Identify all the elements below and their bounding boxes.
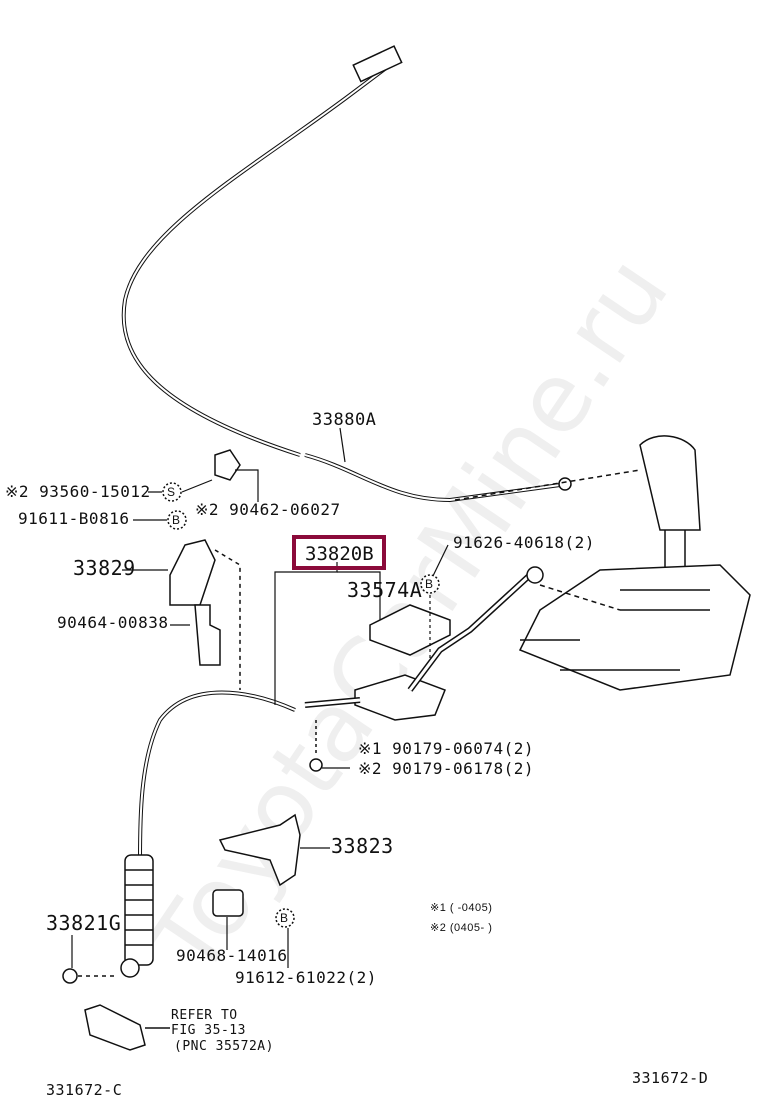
- note-1: ※1 ( -0405): [430, 902, 493, 914]
- marker-b: B: [280, 911, 289, 925]
- part-33880A[interactable]: 33880A: [312, 410, 377, 430]
- marker-s-circle: [162, 482, 182, 502]
- marker-b-circle: [167, 510, 187, 530]
- part-33574A[interactable]: 33574A: [347, 578, 423, 602]
- clip-90464: [194, 604, 221, 666]
- lever-33823: [218, 813, 301, 887]
- diagram-code-c: 331672-C: [46, 1081, 123, 1099]
- highlighted-part-box[interactable]: 33820B: [292, 535, 386, 570]
- cable-end-top: [352, 45, 403, 83]
- marker-s: S: [167, 485, 176, 499]
- refer-line-2[interactable]: FIG 35-13: [171, 1023, 246, 1038]
- part-91611-B0816[interactable]: 91611-B0816: [18, 509, 130, 528]
- bracket-33829: [169, 539, 216, 606]
- shift-knob: [639, 435, 701, 531]
- cable-boot: [124, 854, 154, 966]
- part-33820B[interactable]: 33820B: [305, 543, 374, 565]
- part-90464-00838[interactable]: 90464-00838: [57, 613, 169, 632]
- part-91626-40618[interactable]: 91626-40618(2): [453, 533, 595, 552]
- marker-b: B: [172, 513, 181, 527]
- cable-33880A: [304, 453, 561, 503]
- clip-90462: [214, 449, 241, 481]
- part-90468-14016[interactable]: 90468-14016: [176, 946, 288, 965]
- note-2: ※2 (0405- ): [430, 922, 493, 934]
- refer-line-3: (PNC 35572A): [174, 1039, 274, 1054]
- refer-line-1: REFER TO: [171, 1008, 238, 1023]
- marker-b-circle: [275, 908, 295, 928]
- part-33821G[interactable]: 33821G: [46, 911, 122, 935]
- diagram-code-d: 331672-D: [632, 1069, 709, 1087]
- shifter-base: [518, 564, 751, 691]
- upper-cable: [121, 63, 392, 457]
- marker-b-circle: [420, 574, 440, 594]
- part-91612-61022[interactable]: 91612-61022(2): [235, 968, 377, 987]
- bracket-33820B: [354, 674, 446, 721]
- plate-33574A: [369, 604, 451, 656]
- lever-bracket: [84, 1004, 146, 1051]
- part-90462-06027[interactable]: ※2 90462-06027: [195, 500, 341, 519]
- part-33823[interactable]: 33823: [331, 834, 394, 858]
- part-90179-06074[interactable]: ※1 90179-06074(2): [358, 739, 535, 758]
- marker-b: B: [425, 577, 434, 591]
- clip-90468: [212, 889, 244, 917]
- nut-33821G: [62, 968, 78, 984]
- part-93560-15012[interactable]: ※2 93560-15012: [5, 482, 151, 501]
- part-90179-06178[interactable]: ※2 90179-06178(2): [358, 759, 535, 778]
- part-33829[interactable]: 33829: [73, 556, 136, 580]
